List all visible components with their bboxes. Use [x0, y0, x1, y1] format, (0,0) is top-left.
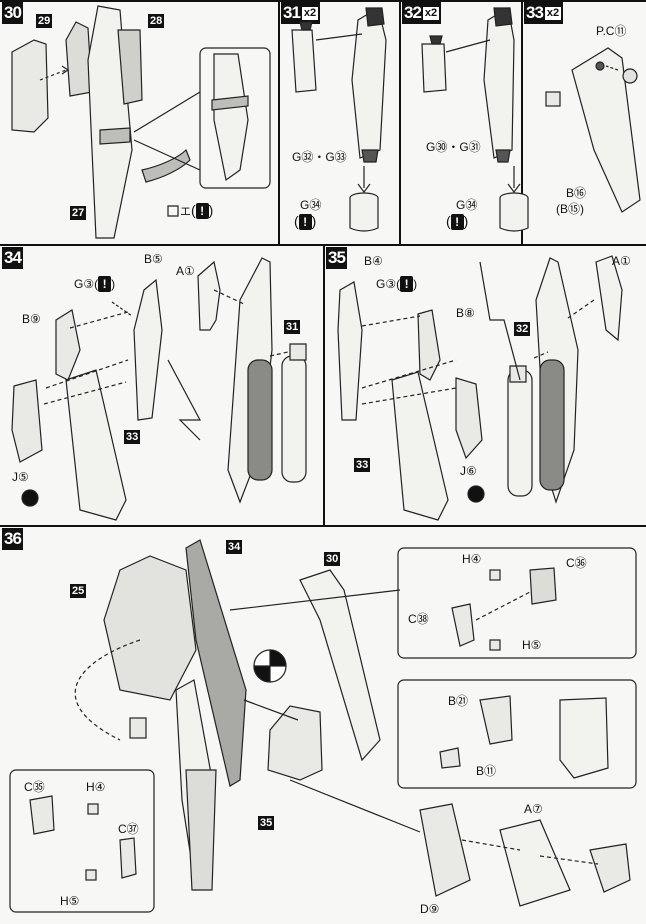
step-35-art: [337, 255, 623, 521]
step-36-part-c36: C㊱: [566, 556, 587, 570]
step-36-part-c35: C㉟: [24, 780, 45, 794]
step-34-part-j5: J⑤: [12, 470, 29, 484]
part-ref-27: 27: [70, 206, 87, 220]
cutter-icon: エ: [180, 206, 191, 218]
step-34-part-a1: A①: [176, 264, 195, 278]
part-ref-30: 30: [324, 552, 341, 566]
step-33-part-pc: P.C⑪: [596, 24, 627, 38]
exclamation-icon: !: [298, 214, 312, 230]
step-36-part-h5: H⑤: [522, 638, 542, 652]
step-35-part-b8: B⑧: [456, 306, 475, 320]
step-34-art: [11, 257, 307, 521]
step-35-number: 35: [326, 247, 347, 269]
step-34-label: 34: [4, 248, 22, 267]
step-36-part-a7: A⑦: [524, 802, 543, 816]
exclamation-icon: !: [98, 276, 112, 292]
step-36-part-d9: D⑨: [420, 902, 440, 916]
part-ref-29: 29: [36, 14, 53, 28]
exclamation-icon: !: [450, 214, 464, 230]
part-ref-33: 33: [124, 430, 141, 444]
step-33-multiplier: x2: [544, 7, 562, 21]
divider-31-32: [399, 0, 401, 245]
step-34-part-b5: B⑤: [144, 252, 163, 266]
step-36-label: 36: [4, 529, 22, 548]
step-34-part-b9: B⑨: [22, 312, 41, 326]
step-32-label: 32: [404, 3, 422, 22]
part-ref-35: 35: [258, 816, 275, 830]
step-32-multiplier: x2: [422, 7, 440, 21]
exclamation-icon: !: [195, 203, 209, 219]
divider-32-33: [521, 0, 523, 245]
step-32-warning: (!): [446, 213, 469, 230]
step-36-part-h4: H④: [462, 552, 482, 566]
divider-row2: [0, 525, 646, 527]
step-35-part-g3: G③(!): [376, 276, 418, 292]
part-ref-28: 28: [148, 14, 165, 28]
step-31-art: [291, 7, 387, 232]
step-30-label: 30: [4, 3, 22, 22]
step-33-label: 33: [526, 3, 544, 22]
exclamation-icon: !: [400, 276, 414, 292]
frame-top: [0, 0, 646, 2]
step-34-part-g3: G③(!): [74, 276, 116, 292]
step-36-number: 36: [2, 528, 23, 550]
step-31-label: 31: [283, 3, 301, 22]
divider-30-31: [278, 0, 280, 245]
part-ref-32: 32: [514, 322, 531, 336]
step-36-art: [9, 539, 637, 913]
step-34-number: 34: [2, 247, 23, 269]
part-ref-34: 34: [226, 540, 243, 554]
step-36-part-c37: C㊲: [118, 822, 139, 836]
divider-34-35: [323, 245, 325, 526]
step-31-multiplier: x2: [301, 7, 319, 21]
step-32-part-g: G㉚・G㉛: [426, 140, 481, 154]
step-32-part-g34: G㉞: [456, 198, 478, 212]
step-36-part-b21: B㉑: [448, 694, 469, 708]
part-ref-31: 31: [284, 320, 301, 334]
step-36-part-c38: C㊳: [408, 612, 429, 626]
step-30-note: エ(!): [180, 202, 214, 219]
step-32-art: [421, 7, 529, 232]
part-ref-33b: 33: [354, 458, 371, 472]
step-33-art: [545, 47, 641, 213]
step-30-art: [11, 5, 271, 239]
step-33-part-b15: (B⑮): [556, 202, 584, 216]
step-31-part-g34: G㉞: [300, 198, 322, 212]
step-35-part-j6: J⑥: [460, 464, 477, 478]
step-30-number: 30: [2, 2, 23, 24]
step-35-label: 35: [328, 248, 346, 267]
step-36-part-b11: B⑪: [476, 764, 497, 778]
step-31-part-g: G㉜・G㉝: [292, 150, 347, 164]
part-ref-25: 25: [70, 584, 87, 598]
step-31-warning: (!): [294, 213, 317, 230]
step-33-part-b16: B⑯: [566, 186, 587, 200]
step-36-part-h5b: H⑤: [60, 894, 80, 908]
step-35-part-b4: B④: [364, 254, 383, 268]
step-35-part-a1: A①: [612, 254, 631, 268]
step-36-part-h4b: H④: [86, 780, 106, 794]
